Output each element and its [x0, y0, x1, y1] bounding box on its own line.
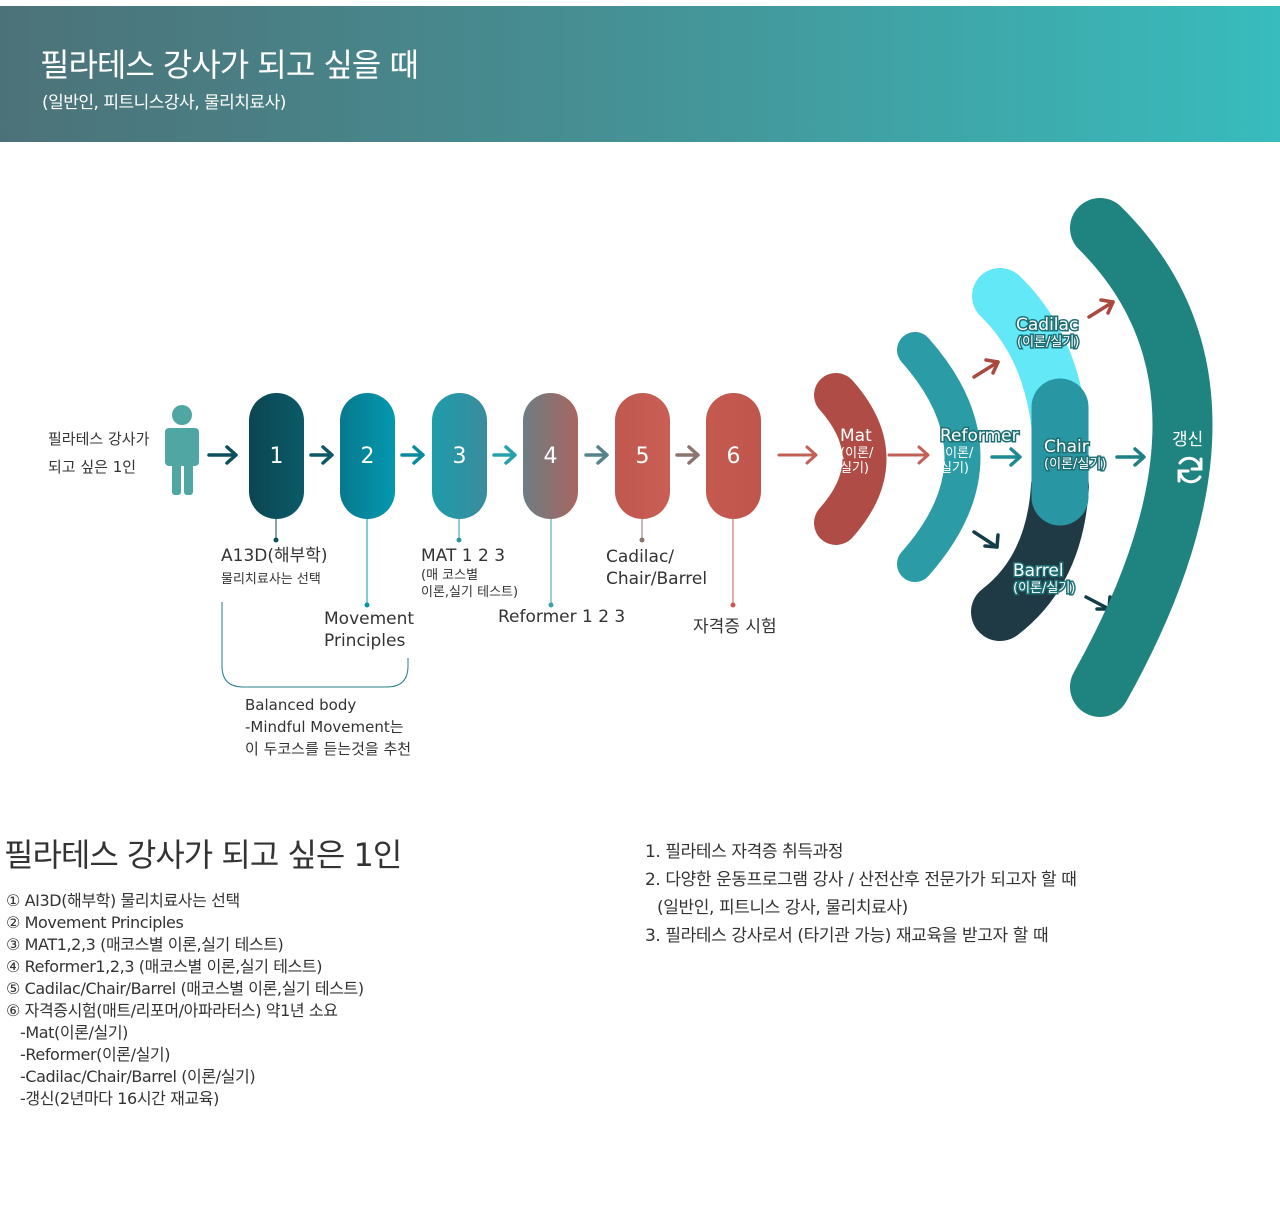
step-5: 5: [615, 393, 670, 519]
svg-text:3: 3: [453, 444, 467, 469]
svg-text:4: 4: [544, 444, 558, 469]
mat-sublabel: 실기): [840, 461, 869, 476]
person-label: 필라테스 강사가: [48, 430, 150, 448]
step-4: 4: [523, 393, 578, 519]
mat-sublabel: (이론/: [840, 446, 874, 461]
list-item: ④ Reformer1,2,3 (매코스별 이론,실기 테스트): [6, 957, 323, 976]
summary-list: ① AI3D(해부학) 물리치료사는 선택 ② Movement Princip…: [6, 890, 364, 1110]
chair-sublabel: (이론/실기): [1044, 457, 1106, 472]
list-sub-item: -Reformer(이론/실기): [20, 1045, 171, 1064]
header-banner: 필라테스 강사가 되고 싶을 때 (일반인, 피트니스강사, 물리치료사): [0, 6, 1280, 142]
mat-label: Mat: [840, 426, 872, 446]
arrow-icon: [584, 445, 609, 465]
step-1-sublabel: 물리치료사는 선택: [221, 572, 321, 587]
arrow-icon: [207, 445, 238, 465]
arrow-icon: [972, 358, 1000, 379]
page-subtitle: (일반인, 피트니스강사, 물리치료사): [42, 93, 286, 113]
purpose-item: 3. 필라테스 강사로서 (타기관 가능) 재교육을 받고자 할 때: [645, 926, 1049, 946]
reformer-sublabel: 실기): [940, 461, 969, 476]
step-2-label: Principles: [324, 631, 405, 651]
bracket-note: -Mindful Movement는: [245, 718, 404, 736]
arrow-icon: [492, 445, 517, 465]
bracket-note: 이 두코스를 듣는것을 추천: [245, 740, 411, 758]
step-2-label: Movement: [324, 609, 414, 629]
list-sub-item: -갱신(2년마다 16시간 재교육): [20, 1089, 219, 1108]
step-3-label: MAT 1 2 3: [421, 546, 505, 566]
arrow-icon: [1115, 447, 1146, 467]
list-item: ③ MAT1,2,3 (매코스별 이론,실기 테스트): [6, 935, 284, 954]
reformer-sublabel: (이론/: [940, 446, 974, 461]
arc-reformer: [897, 332, 981, 582]
cadilac-sublabel: (이론/실기): [1017, 335, 1079, 350]
list-sub-item: -Cadilac/Chair/Barrel (이론/실기): [20, 1067, 256, 1086]
arc-mat: [814, 373, 887, 545]
person-icon: [165, 405, 199, 495]
arrow-icon: [675, 445, 700, 465]
svg-text:2: 2: [361, 444, 375, 469]
purpose-item-note: (일반인, 피트니스 강사, 물리치료사): [657, 898, 908, 918]
list-item: ① AI3D(해부학) 물리치료사는 선택: [6, 891, 240, 910]
process-diagram: 필라테스 강사가 되고 싶은 1인 1 2 3 4: [48, 198, 1213, 758]
list-item: ⑥ 자격증시험(매트/리포머/아파라터스) 약1년 소요: [6, 1001, 338, 1020]
person-label: 되고 싶은 1인: [48, 458, 136, 476]
step-3-sublabel: (매 코스별: [421, 568, 478, 583]
step-5-label: Cadilac/: [606, 547, 674, 567]
arrow-icon: [1087, 298, 1115, 319]
list-sub-item: -Mat(이론/실기): [20, 1023, 129, 1042]
svg-text:5: 5: [636, 444, 650, 469]
arrow-icon: [777, 445, 818, 465]
arrow-icon: [309, 445, 334, 465]
step-4-label: Reformer 1 2 3: [498, 607, 625, 627]
step-1-label: A13D(해부학): [221, 546, 328, 566]
purpose-item: 1. 필라테스 자격증 취득과정: [645, 842, 844, 862]
arrow-icon: [990, 447, 1022, 467]
barrel-sublabel: (이론/실기): [1013, 581, 1075, 596]
step-connectors: [273, 519, 736, 608]
refresh-icon: [1177, 456, 1203, 484]
svg-text:6: 6: [727, 444, 741, 469]
step-6-label: 자격증 시험: [693, 617, 777, 637]
bracket-note: Balanced body: [245, 696, 356, 714]
reformer-label: Reformer: [940, 426, 1019, 446]
summary-title: 필라테스 강사가 되고 싶은 1인: [4, 836, 402, 874]
list-item: ② Movement Principles: [6, 913, 184, 932]
svg-text:1: 1: [270, 444, 284, 469]
chair-label: Chair: [1044, 437, 1089, 457]
bracket: [221, 602, 409, 688]
arrow-icon: [400, 445, 425, 465]
step-5-label: Chair/Barrel: [606, 569, 707, 589]
purpose-list: 1. 필라테스 자격증 취득과정 2. 다양한 운동프로그램 강사 / 산전산후…: [645, 838, 1077, 950]
arc-renewal: [1070, 198, 1213, 717]
arrow-icon: [887, 445, 930, 465]
purpose-item: 2. 다양한 운동프로그램 강사 / 산전산후 전문가가 되고자 할 때: [645, 870, 1077, 890]
list-item: ⑤ Cadilac/Chair/Barrel (매코스별 이론,실기 테스트): [6, 979, 364, 998]
step-3: 3: [432, 393, 487, 519]
flow-arrows: [207, 298, 1146, 611]
arrow-icon: [972, 530, 1000, 549]
step-6: 6: [706, 393, 761, 519]
cadilac-label: Cadilac: [1016, 315, 1078, 335]
arrow-icon: [1084, 595, 1112, 611]
step-1: 1: [249, 393, 304, 519]
step-2: 2: [340, 393, 395, 519]
step-3-sublabel: 이론,실기 테스트): [421, 585, 518, 600]
page-title: 필라테스 강사가 되고 싶을 때: [40, 46, 419, 84]
barrel-label: Barrel: [1013, 561, 1064, 581]
renewal-label: 갱신: [1172, 430, 1203, 450]
